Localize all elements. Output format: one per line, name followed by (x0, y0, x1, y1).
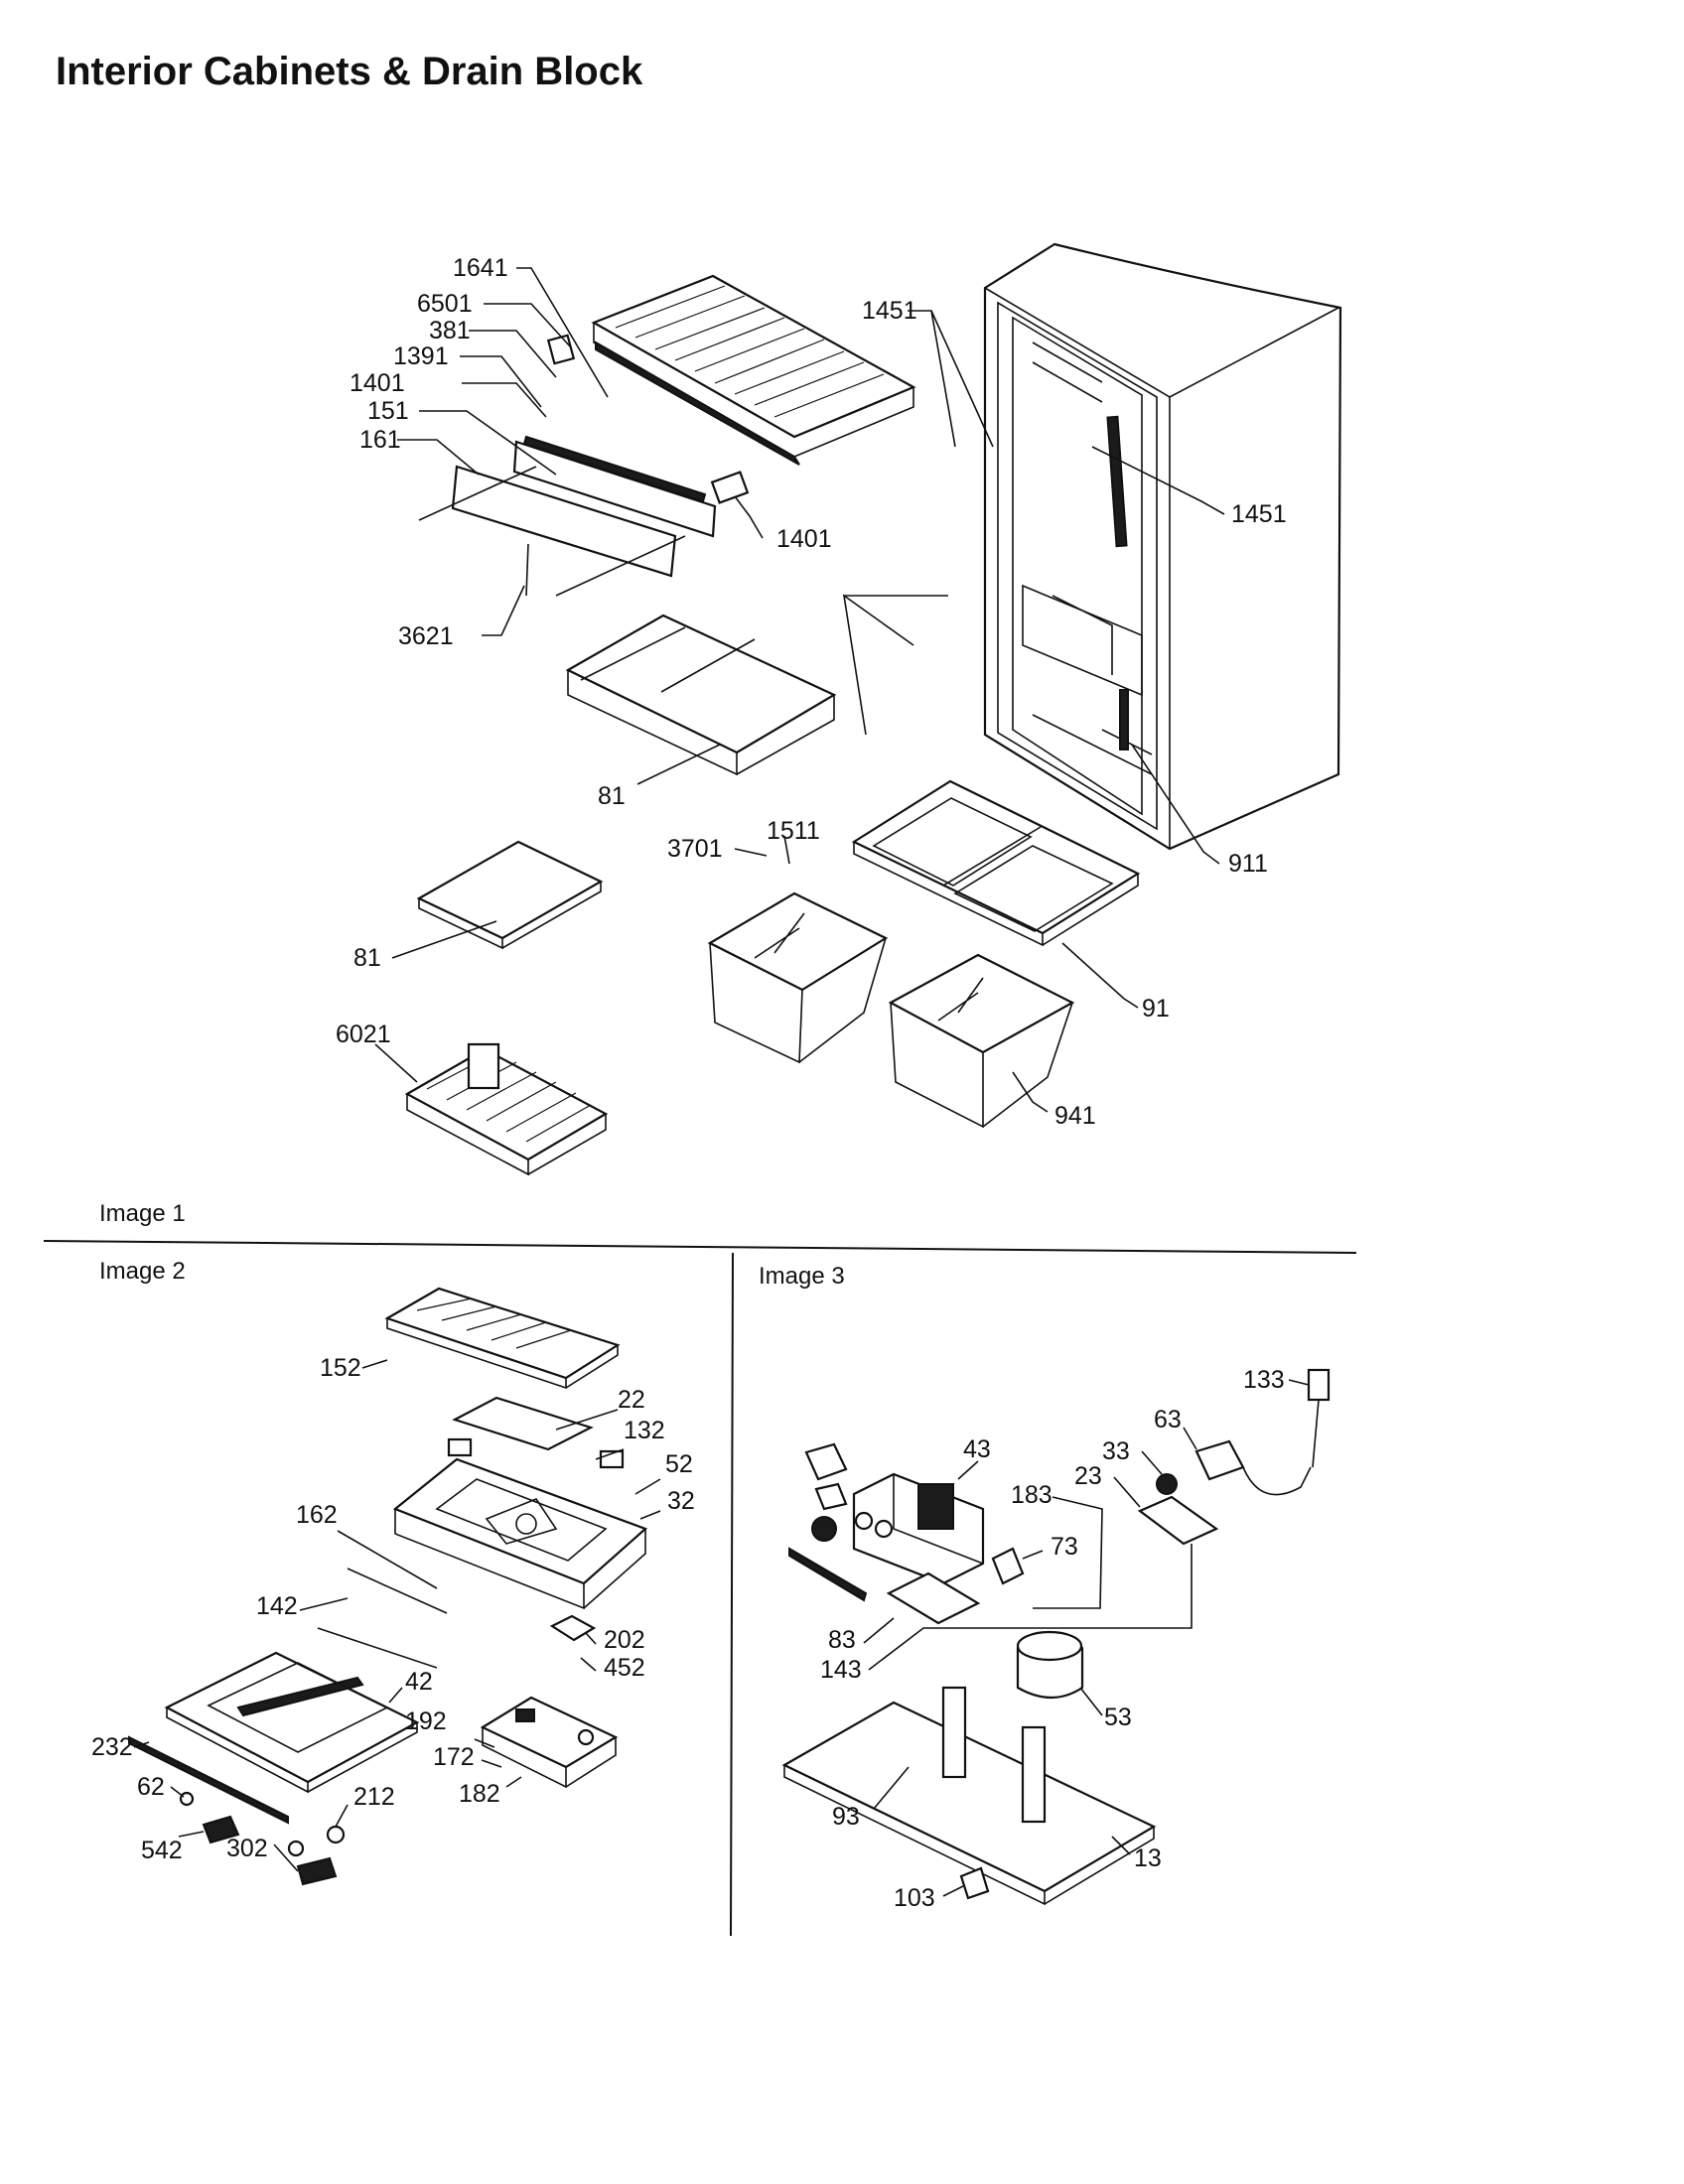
crisper-drawer-right (888, 953, 1075, 1129)
page-title: Interior Cabinets & Drain Block (56, 50, 643, 93)
tray-23 (1137, 1473, 1219, 1546)
callout-43: 43 (963, 1435, 991, 1463)
bracket-202 (549, 1614, 597, 1642)
callout-22: 22 (618, 1386, 645, 1414)
callout-452: 452 (604, 1654, 645, 1682)
leader-lines-image-2 (133, 1359, 661, 1872)
callout-232: 232 (91, 1733, 133, 1761)
callout-143: 143 (820, 1656, 862, 1684)
leader-lines-image-3 (863, 1379, 1310, 1897)
fan-motor-53 (1016, 1630, 1084, 1699)
callout-142: 142 (256, 1592, 298, 1620)
control-box-192 (480, 1696, 619, 1789)
callout-93: 93 (832, 1803, 860, 1831)
callout-161: 161 (359, 426, 401, 454)
top-shelf-assembly (591, 274, 916, 466)
callout-33: 33 (1102, 1437, 1130, 1465)
housing-132 (392, 1437, 648, 1610)
refrigerator-cabinet-liner (983, 242, 1342, 851)
callout-3701: 3701 (667, 835, 723, 863)
callout-212: 212 (353, 1783, 395, 1811)
crisper-drawer-left (707, 891, 889, 1064)
leader-lines-image-1 (374, 267, 1225, 1113)
callout-1401b: 1401 (776, 525, 832, 553)
callout-172: 172 (433, 1743, 475, 1771)
callout-1401a: 1401 (350, 369, 405, 397)
drain-housing-43 (852, 1472, 985, 1585)
callout-52: 52 (665, 1450, 693, 1478)
callout-81b: 81 (353, 944, 381, 972)
callout-1391: 1391 (393, 342, 449, 370)
callout-192: 192 (405, 1707, 447, 1735)
callout-23: 23 (1074, 1462, 1102, 1490)
callout-81a: 81 (598, 782, 626, 810)
valve-63 (1194, 1439, 1312, 1496)
callout-133: 133 (1243, 1366, 1285, 1394)
egg-rack-6021 (404, 1042, 609, 1176)
shelf-assembly-152 (384, 1287, 621, 1390)
callout-941: 941 (1054, 1102, 1096, 1130)
callout-381: 381 (429, 317, 471, 344)
shelf-81-upper (565, 614, 837, 776)
rail-232 (128, 1735, 289, 1825)
callout-182: 182 (459, 1780, 500, 1808)
callout-162: 162 (296, 1501, 338, 1529)
callout-911: 911 (1228, 850, 1268, 878)
sensor-133 (1307, 1368, 1331, 1468)
section-dividers (43, 1240, 1357, 1937)
callout-53: 53 (1104, 1704, 1132, 1731)
base-plate-42 (164, 1651, 420, 1794)
callout-13: 13 (1134, 1844, 1162, 1872)
connector-103 (959, 1866, 990, 1900)
callout-73: 73 (1051, 1533, 1078, 1561)
crisper-cover (851, 779, 1141, 947)
callouts-image-1: 1641 6501 381 1391 1401 151 161 1401 362… (336, 254, 1287, 1130)
callout-6021: 6021 (336, 1021, 391, 1048)
callout-152: 152 (320, 1354, 361, 1382)
callout-63: 63 (1154, 1406, 1182, 1433)
callouts-image-3: 133 63 43 33 23 183 73 83 143 53 93 13 1… (820, 1366, 1285, 1912)
callout-42: 42 (405, 1668, 433, 1696)
callout-1451b: 1451 (1231, 500, 1287, 528)
callout-1451a: 1451 (862, 297, 917, 325)
callouts-image-2: 152 22 132 52 32 162 142 202 452 42 192 … (91, 1354, 695, 1864)
callout-3621: 3621 (398, 622, 454, 650)
section-label-image-1: Image 1 (99, 1200, 186, 1227)
insulation-panel-22 (452, 1396, 594, 1451)
rod-142 (317, 1568, 448, 1669)
callout-542: 542 (141, 1837, 183, 1864)
callout-6501: 6501 (417, 290, 473, 318)
callout-32: 32 (667, 1487, 695, 1515)
cover-83 (886, 1571, 981, 1625)
callout-183: 183 (1011, 1481, 1052, 1509)
section-label-image-3: Image 3 (759, 1263, 845, 1290)
section-label-image-2: Image 2 (99, 1258, 186, 1285)
drain-block-base-13 (781, 1686, 1157, 1906)
callout-83: 83 (828, 1626, 856, 1654)
shelf-header-trim (418, 334, 750, 597)
callout-1511: 1511 (767, 817, 820, 845)
callout-62: 62 (137, 1773, 165, 1801)
callout-91: 91 (1142, 995, 1170, 1023)
block-73 (991, 1547, 1025, 1585)
callout-302: 302 (226, 1835, 268, 1862)
gasket-33-left (788, 1516, 868, 1602)
callout-151: 151 (367, 397, 409, 425)
shelf-81-lower (416, 840, 604, 950)
clip-left (804, 1442, 848, 1511)
callout-202: 202 (604, 1626, 645, 1654)
callout-132: 132 (624, 1417, 665, 1444)
callout-103: 103 (894, 1884, 935, 1912)
callout-1641: 1641 (453, 254, 508, 282)
